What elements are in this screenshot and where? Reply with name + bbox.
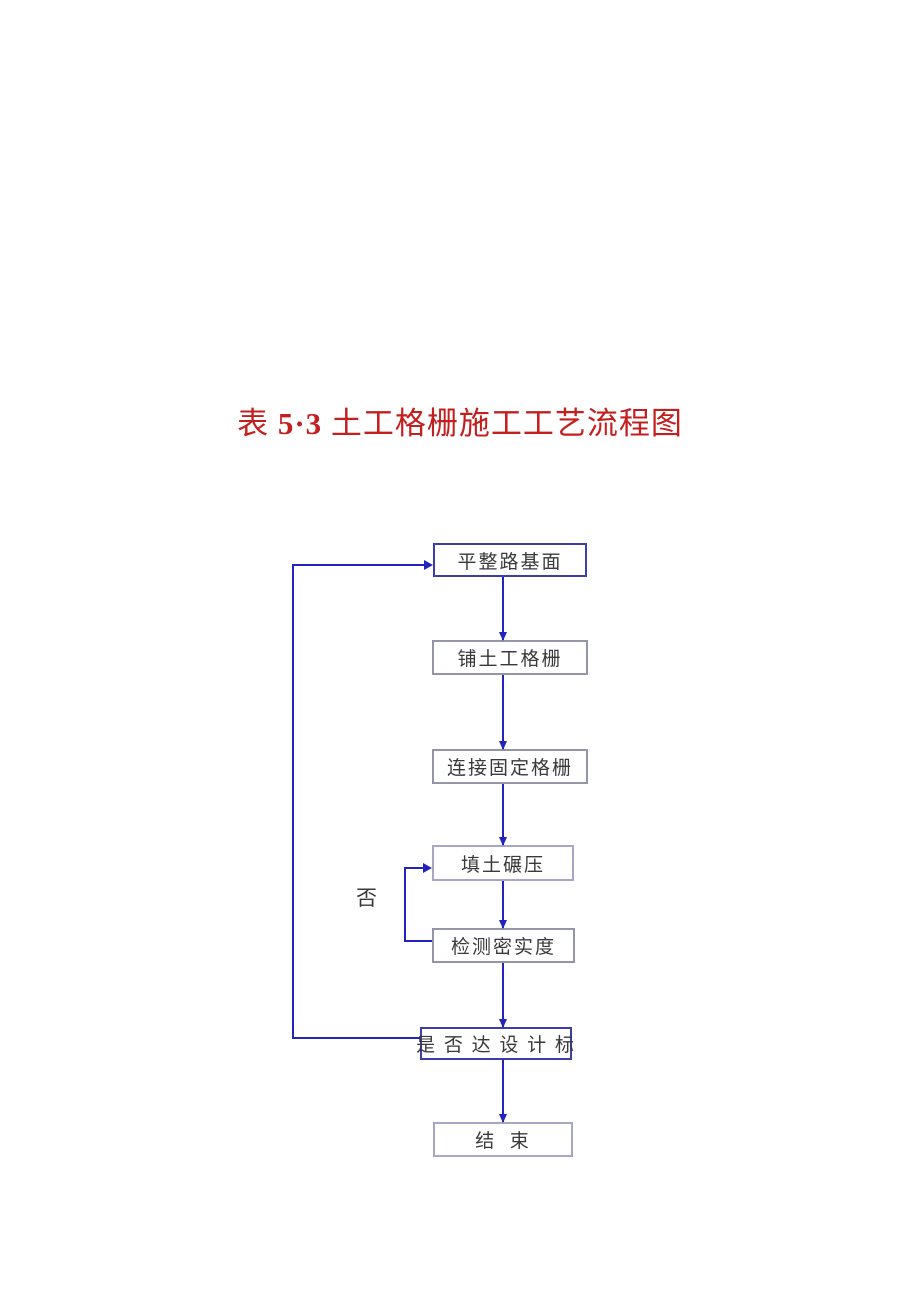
connector-arrow-connect-to-fill xyxy=(499,784,507,846)
flow-node-level-subgrade: 平整路基面 xyxy=(433,543,587,577)
connector-main-loop-bottom-segment xyxy=(292,1037,420,1039)
flow-node-connect-fix-grid: 连接固定格栅 xyxy=(432,749,588,784)
connector-arrow-fill-to-test xyxy=(499,881,507,929)
flow-node-test-density: 检测密实度 xyxy=(432,928,575,963)
connector-no-loop-top-segment xyxy=(404,867,424,869)
page-title-suffix: 土工格栅施工工艺流程图 xyxy=(322,406,683,441)
connector-no-loop-vertical-segment xyxy=(404,868,406,942)
no-loop-arrowhead-icon xyxy=(423,863,432,873)
connector-no-loop-bottom-segment xyxy=(404,940,432,942)
connector-arrow-level-to-lay xyxy=(499,577,507,641)
page-title: 表 5·3 土工格栅施工工艺流程图 xyxy=(0,398,920,443)
page-title-number: 5·3 xyxy=(277,406,323,441)
no-loop-label: 否 xyxy=(356,886,377,910)
connector-arrow-check-to-end xyxy=(499,1060,507,1123)
connector-main-loop-vertical-segment xyxy=(292,564,294,1039)
main-loop-arrowhead-icon xyxy=(424,560,433,570)
page-title-prefix: 表 xyxy=(237,406,278,441)
flow-node-fill-compact: 填土碾压 xyxy=(432,845,574,881)
connector-arrow-lay-to-connect xyxy=(499,675,507,750)
connector-main-loop-top-segment xyxy=(292,564,425,566)
flow-node-lay-geogrid: 铺土工格栅 xyxy=(432,640,588,675)
flow-node-check-design-standard: 是 否 达 设 计 标 xyxy=(416,1027,574,1060)
connector-arrow-test-to-check xyxy=(499,963,507,1028)
flow-node-end: 结 束 xyxy=(433,1122,573,1157)
